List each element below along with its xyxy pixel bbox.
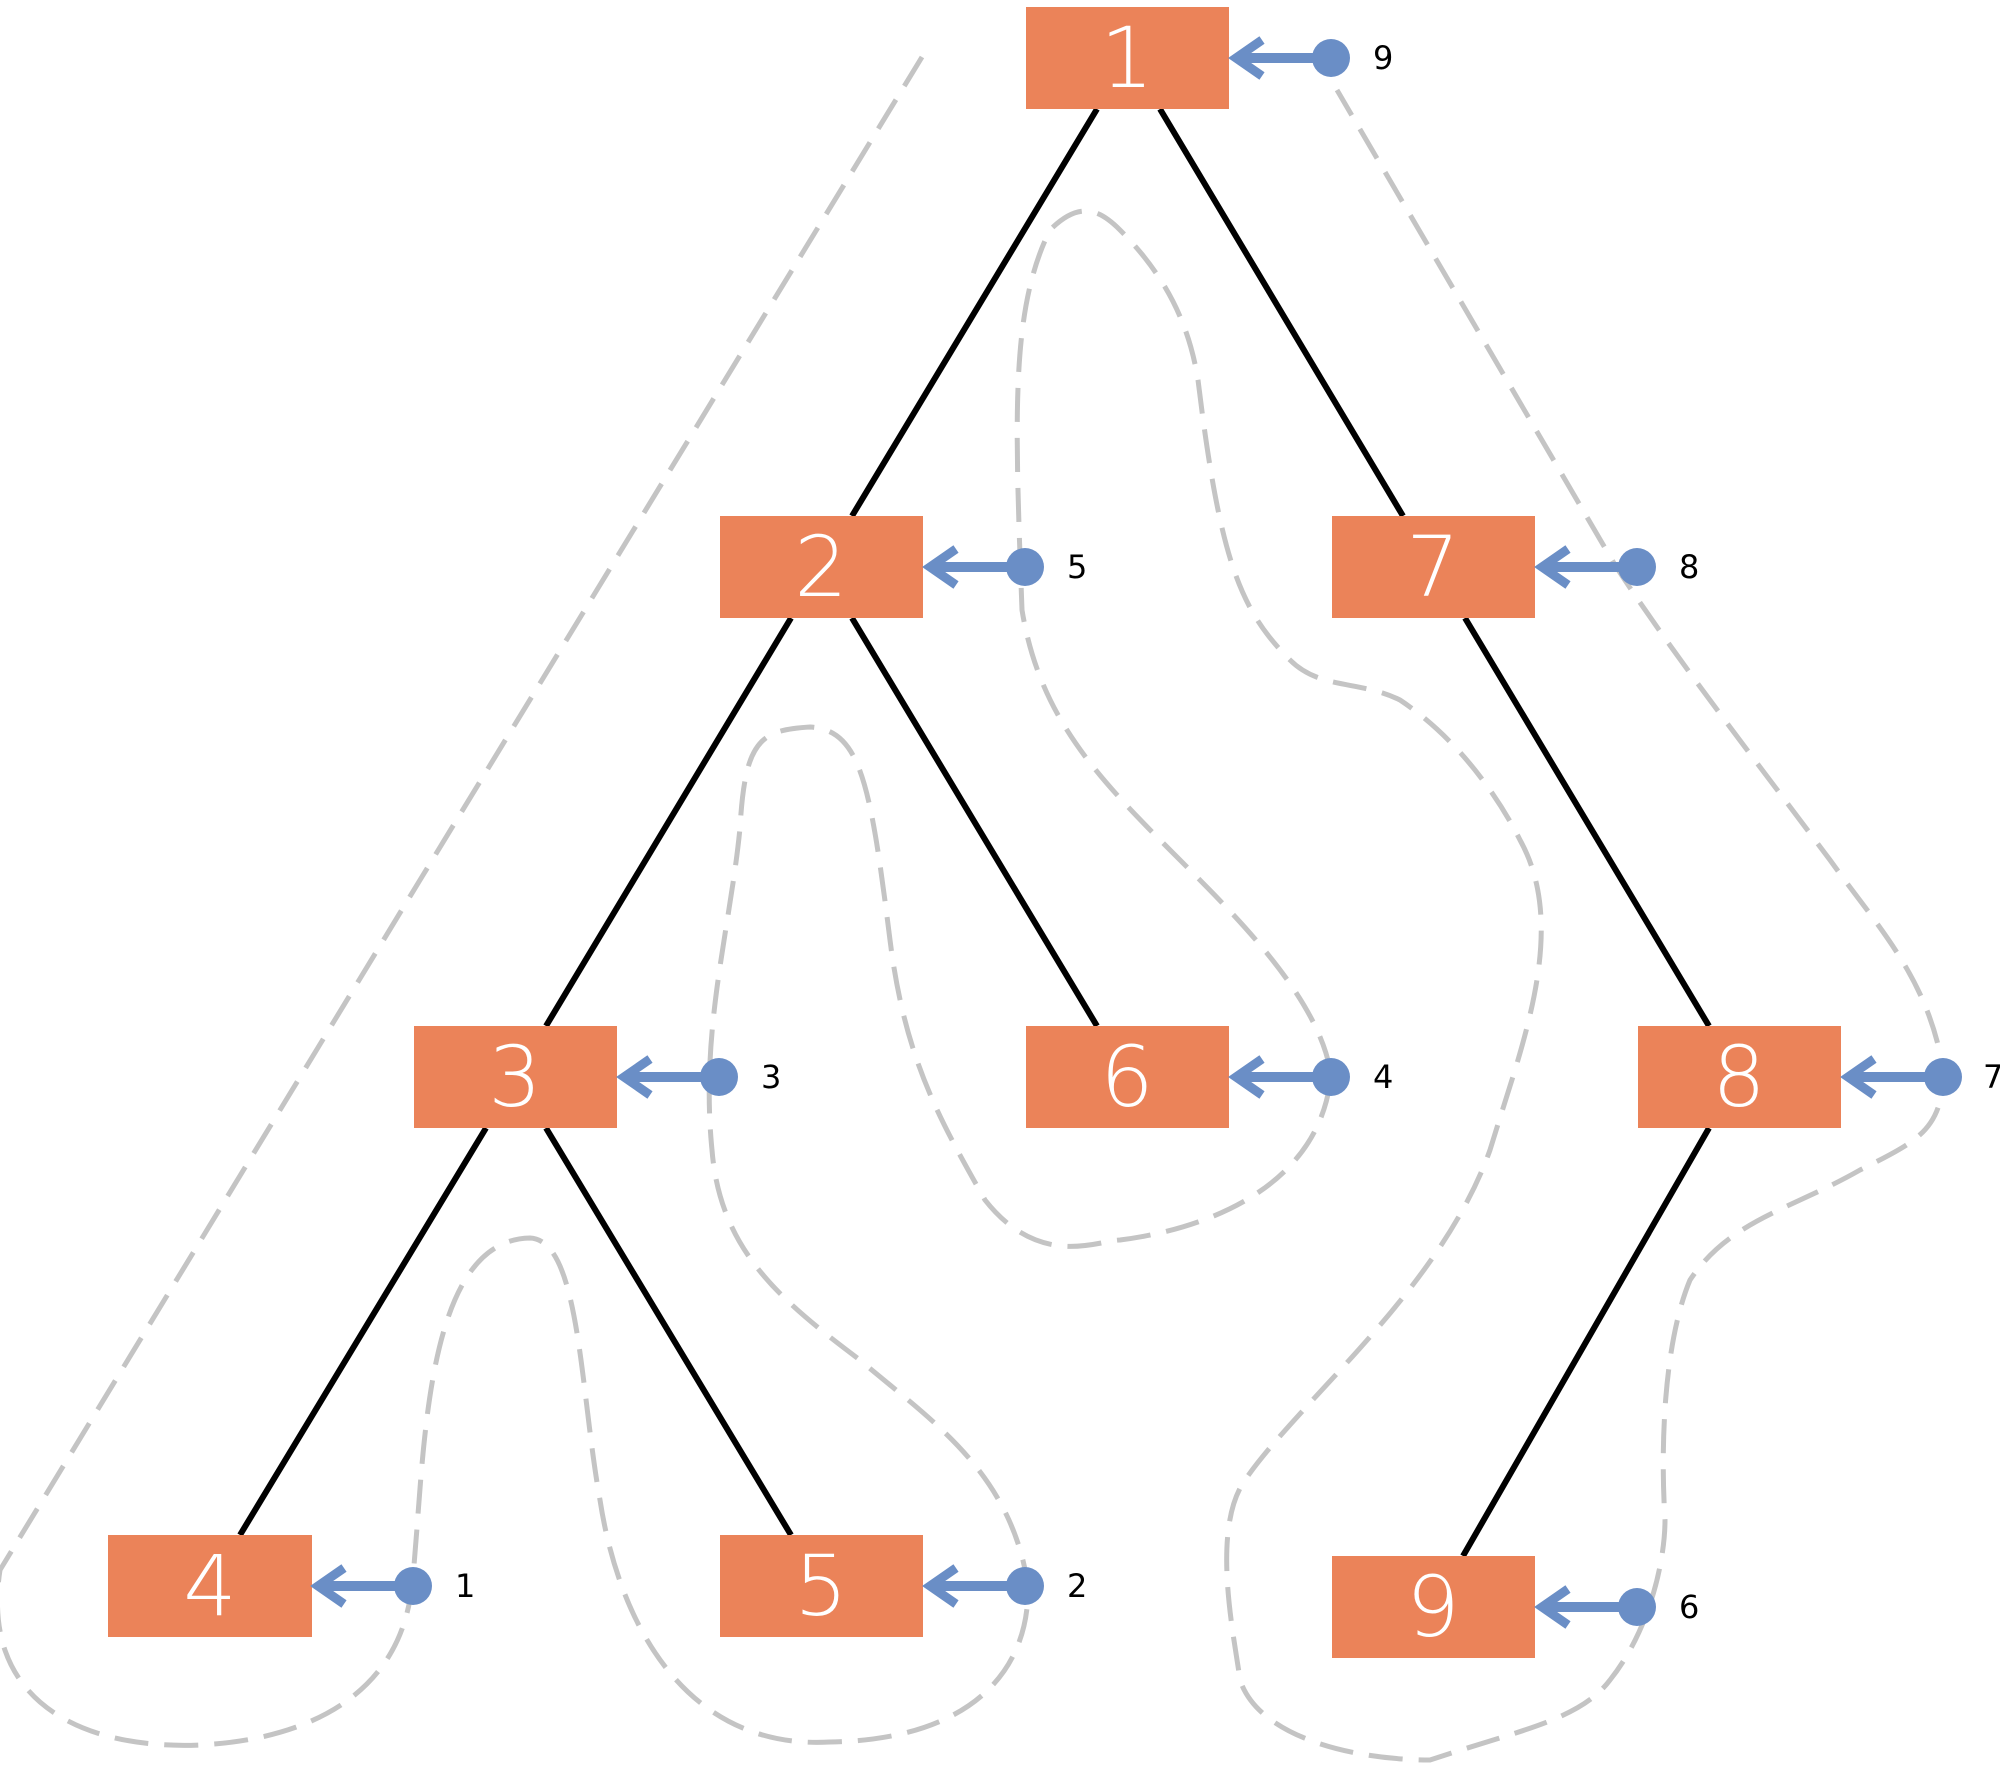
edge-3-5	[543, 1126, 794, 1537]
order-marker-5: 2	[922, 1564, 1087, 1608]
order-marker-2: 5	[922, 545, 1087, 589]
node-7-order-label: 8	[1679, 548, 1699, 586]
node-1: 1	[1026, 7, 1229, 109]
order-dot	[1006, 548, 1044, 586]
arrow-left-icon	[616, 1055, 653, 1099]
edge-2-3	[543, 616, 794, 1028]
node-2-box	[720, 516, 923, 618]
order-dot	[394, 1567, 432, 1605]
edge-7-8	[1462, 616, 1712, 1028]
node-2-label: 2	[794, 518, 847, 616]
arrow-left-icon	[1228, 36, 1265, 80]
order-dot	[1618, 548, 1656, 586]
node-4: 4	[108, 1535, 312, 1637]
edge-1-7	[1157, 107, 1406, 518]
order-marker-4: 1	[310, 1564, 475, 1608]
tree-edges	[237, 107, 1712, 1558]
node-4-label: 4	[183, 1537, 236, 1635]
node-5-label: 5	[794, 1537, 847, 1635]
arrow-left-icon	[1840, 1055, 1877, 1099]
node-1-box	[1026, 7, 1229, 109]
node-8-box	[1638, 1026, 1841, 1128]
arrow-left-icon	[1534, 545, 1571, 589]
arrow-left-icon	[310, 1564, 347, 1608]
node-7-label: 7	[1406, 518, 1459, 616]
arrow-left-icon	[1534, 1585, 1571, 1629]
node-2: 2	[720, 516, 923, 618]
node-9-order-label: 6	[1679, 1588, 1699, 1626]
node-9: 9	[1332, 1556, 1535, 1658]
node-9-label: 9	[1406, 1558, 1459, 1656]
node-8-label: 8	[1712, 1028, 1765, 1126]
node-5-box	[720, 1535, 923, 1637]
edge-8-9	[1460, 1126, 1712, 1558]
node-1-label: 1	[1100, 9, 1153, 107]
node-1-order-label: 9	[1373, 39, 1393, 77]
order-marker-9: 6	[1534, 1585, 1699, 1629]
node-3-order-label: 3	[761, 1058, 781, 1096]
node-3: 3	[414, 1026, 617, 1128]
node-8-order-label: 7	[1983, 1058, 2000, 1096]
traversal-path	[0, 55, 1947, 1763]
node-4-box	[108, 1535, 312, 1637]
node-9-box	[1332, 1556, 1535, 1658]
order-marker-6: 4	[1228, 1055, 1393, 1099]
arrow-left-icon	[1228, 1055, 1265, 1099]
order-dot	[1006, 1567, 1044, 1605]
edge-3-4	[237, 1126, 489, 1537]
traversal-contour	[0, 55, 1947, 1763]
node-5: 5	[720, 1535, 923, 1637]
node-3-label: 3	[488, 1028, 541, 1126]
node-6: 6	[1026, 1026, 1229, 1128]
edge-1-2	[849, 107, 1100, 518]
order-dot	[1924, 1058, 1962, 1096]
node-6-box	[1026, 1026, 1229, 1128]
node-5-order-label: 2	[1067, 1567, 1087, 1605]
node-6-label: 6	[1100, 1028, 1153, 1126]
arrow-left-icon	[922, 545, 959, 589]
node-6-order-label: 4	[1373, 1058, 1393, 1096]
order-dot	[1618, 1588, 1656, 1626]
order-dot	[700, 1058, 738, 1096]
edge-2-6	[849, 616, 1100, 1028]
node-8: 8	[1638, 1026, 1841, 1128]
order-dot	[1312, 1058, 1350, 1096]
node-7: 7	[1332, 516, 1535, 618]
order-marker-1: 9	[1228, 36, 1393, 80]
arrow-left-icon	[922, 1564, 959, 1608]
order-dot	[1312, 39, 1350, 77]
order-marker-3: 3	[616, 1055, 781, 1099]
order-marker-8: 7	[1840, 1055, 2000, 1099]
node-7-box	[1332, 516, 1535, 618]
node-4-order-label: 1	[455, 1567, 475, 1605]
order-marker-7: 8	[1534, 545, 1699, 589]
node-3-box	[414, 1026, 617, 1128]
node-2-order-label: 5	[1067, 548, 1087, 586]
